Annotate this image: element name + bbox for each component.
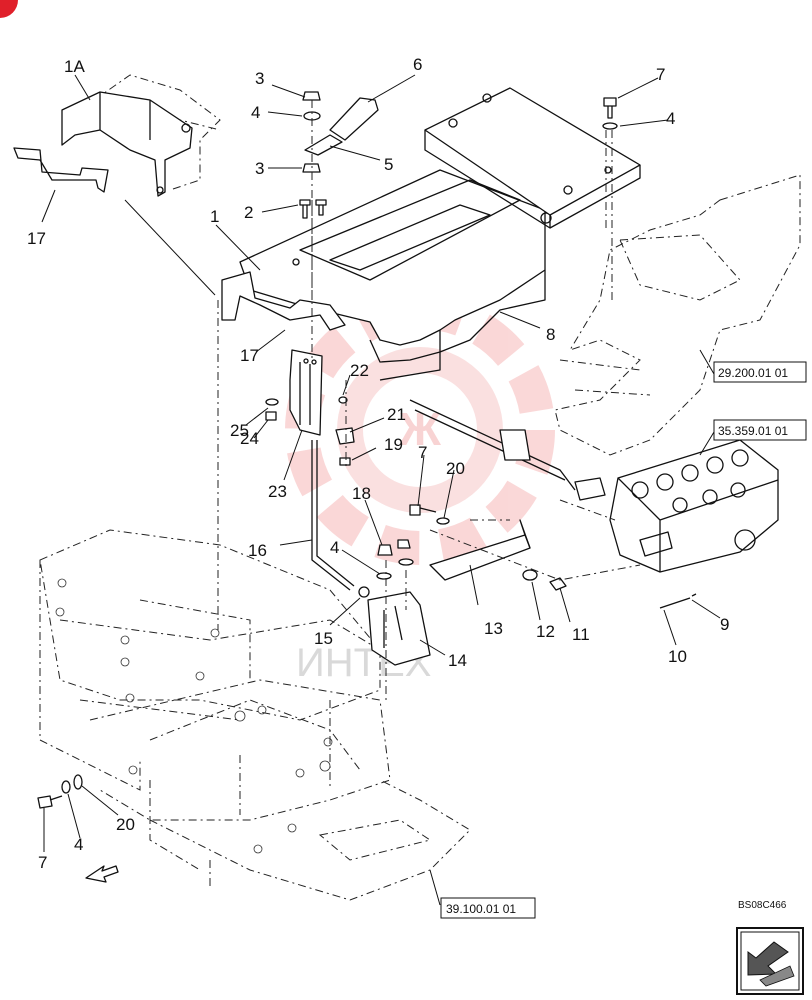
callout-15: 15 <box>314 629 333 648</box>
corner-mark <box>0 0 18 18</box>
console-top-plate <box>424 87 641 229</box>
callout-7-low: 7 <box>38 853 47 872</box>
callout-20-mid: 20 <box>446 459 465 478</box>
control-valve <box>609 439 779 573</box>
callout-4-low: 4 <box>74 835 83 854</box>
pin-9-10 <box>659 593 697 609</box>
callout-25: 25 <box>230 421 249 440</box>
callout-2: 2 <box>244 203 253 222</box>
right-frame-outline <box>554 174 801 456</box>
callouts: 1A 1 2 3 3 4 4 4 4 5 6 7 7 7 8 9 10 11 1… <box>27 55 729 872</box>
callout-1A: 1A <box>64 57 85 76</box>
callout-5: 5 <box>384 155 393 174</box>
callout-13: 13 <box>484 619 503 638</box>
small-hardware <box>265 396 355 466</box>
shaft-linkage <box>409 399 606 501</box>
callout-14: 14 <box>448 651 467 670</box>
direction-arrow-icon <box>85 865 119 883</box>
clip-17-lower <box>221 271 346 331</box>
callout-4-mid: 4 <box>330 538 339 557</box>
handle-6 <box>304 97 379 156</box>
alignment-lines <box>217 100 641 815</box>
nut-washer-11-12 <box>522 569 567 591</box>
ref-39-100-label: 39.100.01 01 <box>446 902 516 916</box>
callout-16: 16 <box>248 541 267 560</box>
leader-lines <box>41 74 721 906</box>
callout-24: 24 <box>240 429 259 448</box>
rod-16 <box>311 440 370 598</box>
callout-4-right: 4 <box>666 109 675 128</box>
callout-18: 18 <box>352 484 371 503</box>
callout-7-mid: 7 <box>418 443 427 462</box>
ref-35-359-label: 35.359.01 01 <box>718 424 788 438</box>
ref-box-35-359: 35.359.01 01 <box>713 419 807 441</box>
floor-plate-outline <box>39 529 471 901</box>
callout-3-mid: 3 <box>255 159 264 178</box>
bracket-1A <box>61 91 193 197</box>
callout-17-mid: 17 <box>240 346 259 365</box>
callout-7-top: 7 <box>656 65 665 84</box>
clip-17-upper <box>13 147 109 193</box>
callout-20-low: 20 <box>116 815 135 834</box>
bracket-13 <box>429 519 531 581</box>
lower-fasteners <box>37 774 83 809</box>
ref-29-200-label: 29.200.01 01 <box>718 366 788 380</box>
callout-19: 19 <box>384 435 403 454</box>
callout-17-top: 17 <box>27 229 46 248</box>
callout-10: 10 <box>668 647 687 666</box>
callout-21: 21 <box>387 405 406 424</box>
floor-bolts <box>55 578 333 854</box>
callout-1: 1 <box>210 207 219 226</box>
callout-4-top: 4 <box>251 103 260 122</box>
bracket-23 <box>289 349 323 436</box>
drawing-code: BS08C466 <box>738 900 787 911</box>
callout-8: 8 <box>546 325 555 344</box>
callout-3-top: 3 <box>255 69 264 88</box>
callout-12: 12 <box>536 622 555 641</box>
upper-fasteners <box>299 91 618 219</box>
bracket-14 <box>367 591 431 666</box>
ref-box-29-200: 29.200.01 01 <box>713 361 807 383</box>
callout-9: 9 <box>720 615 729 634</box>
mid-hardware <box>376 504 450 580</box>
callout-11: 11 <box>572 625 590 644</box>
arrow-icon[interactable] <box>736 927 804 995</box>
ref-box-39-100: 39.100.01 01 <box>440 897 536 919</box>
callout-23: 23 <box>268 482 287 501</box>
callout-22: 22 <box>350 361 369 380</box>
callout-6: 6 <box>413 55 422 74</box>
